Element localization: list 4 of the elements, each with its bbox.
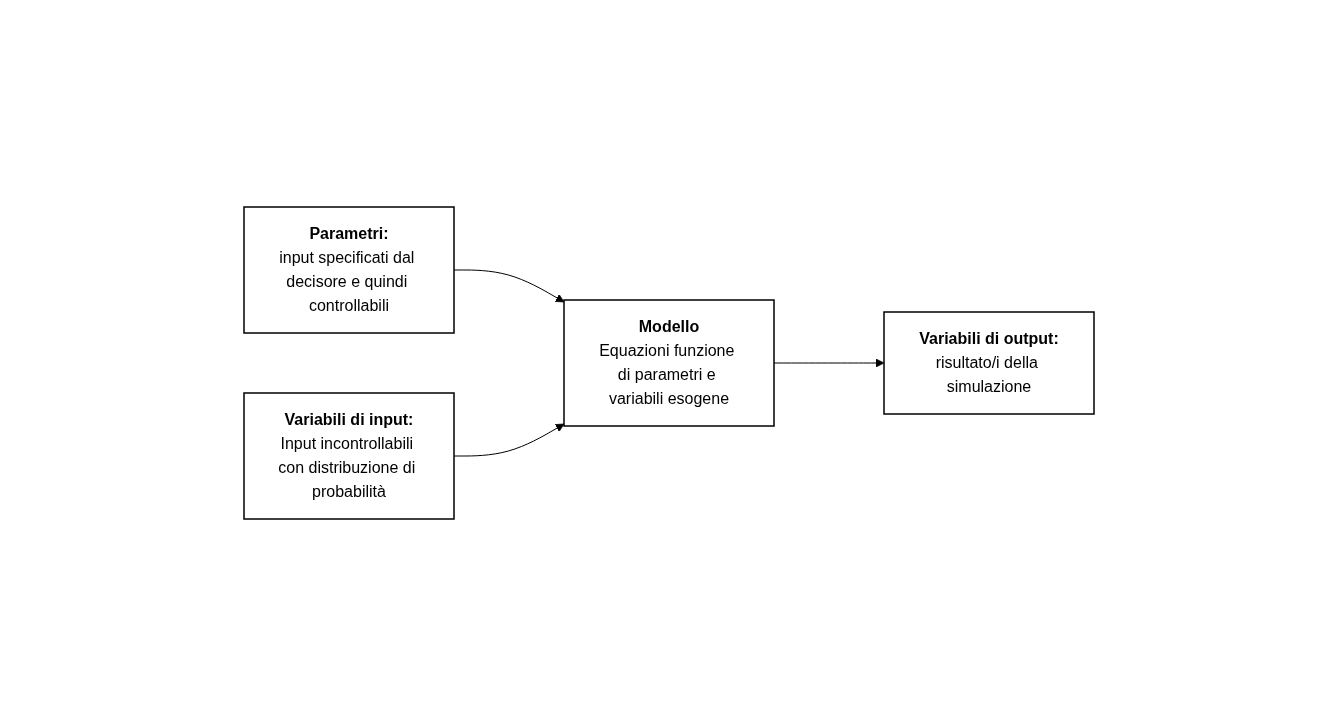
node-box: Variabili di input: Input incontrollabili con distribuzione di probabilità [243,391,455,520]
node-box: Variabili di output: risultato/i della simulazione [883,310,1095,415]
node-box: Parametri: input specificati dal decisore e quindi controllabili [243,205,455,334]
node-box: Modello Equazioni funzione di parametri e variabili esogene [563,298,775,427]
